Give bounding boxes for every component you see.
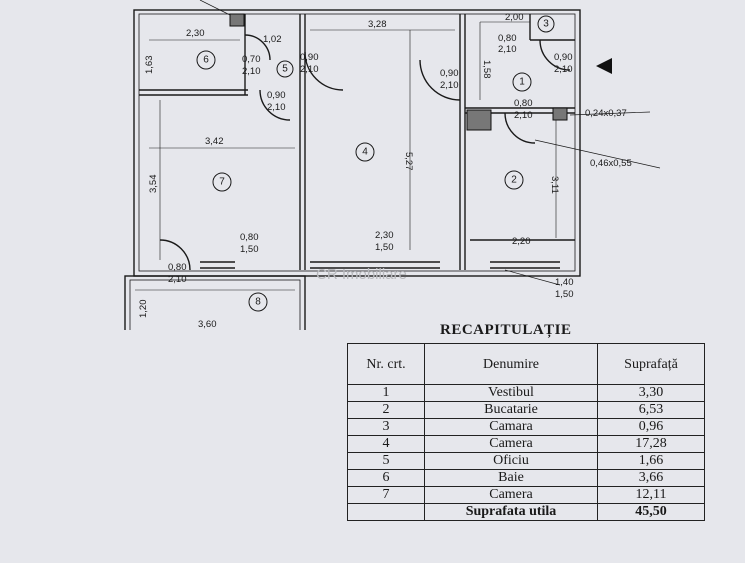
dim-oficiu-door2-w: 0,90 bbox=[267, 90, 286, 101]
dim-bucatarie-width: 2,20 bbox=[512, 236, 531, 247]
dim-baie-door-h: 2,10 bbox=[242, 66, 261, 77]
floor-plan: 1 2 3 4 5 6 7 8 2,30 1,63 0,70 2,10 1,02… bbox=[124, 0, 661, 330]
table-row: 7 Camera 12,11 bbox=[347, 486, 705, 504]
dim-balcony-door-w: 0,80 bbox=[168, 262, 187, 273]
dim-balcony-width: 3,60 bbox=[198, 319, 217, 330]
room-number-1: 1 bbox=[519, 77, 525, 88]
table-row: 6 Baie 3,66 bbox=[347, 469, 705, 487]
dim-camera4-open-w: 2,30 bbox=[375, 230, 394, 241]
dim-camera7-width: 3,42 bbox=[205, 136, 224, 147]
dim-entry-door-h: 2,10 bbox=[554, 64, 573, 75]
row-nr: 7 bbox=[347, 486, 425, 504]
dim-baie-door-w: 0,70 bbox=[242, 54, 261, 65]
row-name: Camera bbox=[424, 486, 598, 504]
room-number-8: 8 bbox=[255, 297, 261, 308]
recap-title: RECAPITULAȚIE bbox=[440, 322, 572, 338]
row-area: 6,53 bbox=[597, 401, 705, 419]
room-number-5: 5 bbox=[282, 64, 288, 75]
row-nr: 3 bbox=[347, 418, 425, 436]
dim-balcony-height: 1,20 bbox=[138, 300, 149, 319]
room-markers: 1 2 3 4 5 6 7 8 bbox=[196, 15, 555, 312]
row-name: Camera bbox=[424, 435, 598, 453]
row-nr: 5 bbox=[347, 452, 425, 470]
dim-oficiu-width: 1,02 bbox=[263, 34, 282, 45]
table-row: 2 Bucatarie 6,53 bbox=[347, 401, 705, 419]
room-number-4: 4 bbox=[362, 147, 368, 158]
room-number-2: 2 bbox=[511, 175, 517, 186]
dim-camera7-window-w: 0,80 bbox=[240, 232, 259, 243]
dim-bucatarie-door-w: 0,80 bbox=[514, 98, 533, 109]
room-number-3: 3 bbox=[543, 19, 549, 30]
entrance-arrow-icon bbox=[596, 58, 612, 74]
header-suprafata: Suprafață bbox=[597, 343, 705, 385]
row-area: 1,66 bbox=[597, 452, 705, 470]
row-name: Oficiu bbox=[424, 452, 598, 470]
dim-oficiu-door1-w: 0,90 bbox=[300, 52, 319, 63]
table-row: 3 Camara 0,96 bbox=[347, 418, 705, 436]
dim-camara-door-h: 2,10 bbox=[498, 44, 517, 55]
total-row: Suprafata utila 45,50 bbox=[347, 503, 705, 521]
watermark: CR Imobiliare bbox=[316, 266, 407, 283]
table-row: 5 Oficiu 1,66 bbox=[347, 452, 705, 470]
table-header-row: Nr. crt. Denumire Suprafață bbox=[347, 343, 705, 385]
room-number-6: 6 bbox=[203, 55, 209, 66]
row-name: Bucatarie bbox=[424, 401, 598, 419]
dim-top-right-width: 2,00 bbox=[505, 12, 524, 23]
dim-bucatarie-window-w: 1,40 bbox=[555, 277, 574, 288]
dim-camera4-open-h: 1,50 bbox=[375, 242, 394, 253]
dim-duct-large: 0,46x0,55 bbox=[590, 158, 632, 169]
room-number-7: 7 bbox=[219, 177, 225, 188]
dim-oficiu-door2-h: 2,10 bbox=[267, 102, 286, 113]
duct-hatch bbox=[229, 13, 568, 131]
row-nr: 6 bbox=[347, 469, 425, 487]
dim-bucatarie-door-h: 2,10 bbox=[514, 110, 533, 121]
row-name: Camara bbox=[424, 418, 598, 436]
dim-camera7-height: 3,54 bbox=[148, 175, 159, 194]
dim-duct-small: 0,24x0,37 bbox=[585, 108, 627, 119]
row-nr: 1 bbox=[347, 384, 425, 402]
row-area: 0,96 bbox=[597, 418, 705, 436]
dim-camera4-width: 3,28 bbox=[368, 19, 387, 30]
total-nr bbox=[347, 503, 425, 521]
row-area: 3,30 bbox=[597, 384, 705, 402]
row-area: 12,11 bbox=[597, 486, 705, 504]
dim-balcony-door-h: 2,10 bbox=[168, 274, 187, 285]
table-row: 1 Vestibul 3,30 bbox=[347, 384, 705, 402]
row-name: Baie bbox=[424, 469, 598, 487]
dim-oficiu-door1-h: 2,10 bbox=[300, 64, 319, 75]
recap-table: Nr. crt. Denumire Suprafață 1 Vestibul 3… bbox=[347, 343, 705, 521]
row-name: Vestibul bbox=[424, 384, 598, 402]
total-area: 45,50 bbox=[597, 503, 705, 521]
dim-camera7-window-h: 1,50 bbox=[240, 244, 259, 255]
dim-vestibul-door-left-w: 0,90 bbox=[440, 68, 459, 79]
row-area: 3,66 bbox=[597, 469, 705, 487]
dim-vestibul-height: 1,58 bbox=[481, 60, 492, 79]
dim-vestibul-door-left-h: 2,10 bbox=[440, 80, 459, 91]
row-nr: 4 bbox=[347, 435, 425, 453]
dim-baie-height: 1,63 bbox=[144, 56, 155, 75]
header-nr: Nr. crt. bbox=[347, 343, 425, 385]
dim-camera4-height: 5,27 bbox=[403, 152, 414, 171]
row-area: 17,28 bbox=[597, 435, 705, 453]
dim-entry-door-w: 0,90 bbox=[554, 52, 573, 63]
header-denumire: Denumire bbox=[424, 343, 598, 385]
table-row: 4 Camera 17,28 bbox=[347, 435, 705, 453]
total-name: Suprafata utila bbox=[424, 503, 598, 521]
row-nr: 2 bbox=[347, 401, 425, 419]
dim-baie-width: 2,30 bbox=[186, 28, 205, 39]
dimension-labels: 2,30 1,63 0,70 2,10 1,02 0,90 2,10 0,90 … bbox=[138, 12, 632, 330]
dim-bucatarie-window-h: 1,50 bbox=[555, 289, 574, 300]
dim-bucatarie-height: 3,11 bbox=[549, 176, 560, 194]
dim-camara-door-w: 0,80 bbox=[498, 33, 517, 44]
